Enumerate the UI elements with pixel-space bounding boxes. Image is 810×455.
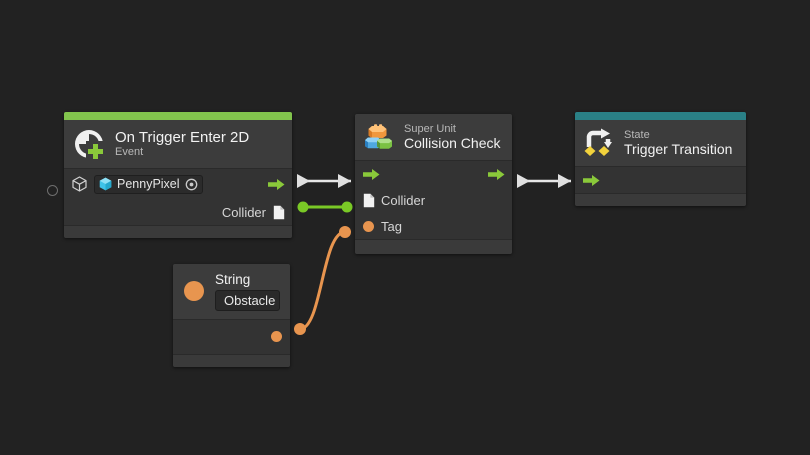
- port-label-tag: Tag: [381, 218, 402, 234]
- port-label-collider: Collider: [221, 204, 266, 220]
- node-title: Trigger Transition: [624, 141, 733, 158]
- flow-arrow-icon[interactable]: [363, 168, 380, 180]
- port-row-collider-input[interactable]: Collider: [355, 187, 512, 213]
- node-footer: [173, 353, 290, 367]
- connection-value-string-to-tag: [294, 226, 351, 335]
- node-header[interactable]: String Obstacle: [173, 264, 290, 319]
- super-unit-blocks-icon: [363, 121, 395, 153]
- orange-dot-icon: [183, 280, 205, 302]
- port-row-flow[interactable]: [355, 161, 512, 187]
- node-header[interactable]: On Trigger Enter 2D Event: [64, 120, 292, 168]
- node-body: [575, 166, 746, 193]
- node-footer: [575, 193, 746, 206]
- node-on-trigger-enter-2d[interactable]: On Trigger Enter 2D Event: [47, 112, 292, 238]
- node-title: String: [215, 272, 251, 287]
- node-subtitle: Super Unit: [404, 122, 456, 135]
- event-circle-plus-icon: [72, 127, 106, 161]
- target-object-name: PennyPixel: [117, 177, 180, 191]
- node-accent-bar: [64, 112, 292, 120]
- node-header[interactable]: State Trigger Transition: [575, 120, 746, 166]
- prefab-cube-icon: [99, 177, 112, 191]
- node-collision-check[interactable]: Super Unit Collision Check: [355, 114, 512, 254]
- node-title: On Trigger Enter 2D: [115, 129, 250, 147]
- port-row-string-output[interactable]: [173, 320, 290, 354]
- node-header[interactable]: Super Unit Collision Check: [355, 114, 512, 160]
- flow-arrow-icon[interactable]: [268, 178, 285, 190]
- connection-flow-event-to-superunit: [297, 174, 351, 188]
- connection-flow-superunit-to-state: [517, 174, 571, 188]
- state-transition-icon: [583, 127, 615, 159]
- node-title: Collision Check: [404, 135, 501, 152]
- port-row-tag-input[interactable]: Tag: [355, 213, 512, 239]
- port-label-collider: Collider: [381, 192, 426, 208]
- target-object-field[interactable]: PennyPixel: [94, 174, 203, 194]
- port-row-target[interactable]: PennyPixel: [64, 169, 292, 199]
- node-subtitle: State: [624, 128, 650, 141]
- connection-value-collider: [297, 201, 353, 213]
- node-string-literal[interactable]: String Obstacle: [173, 264, 290, 367]
- node-footer: [355, 239, 512, 254]
- gameobject-cube-icon: [72, 176, 87, 192]
- port-row-flow-input[interactable]: [575, 167, 746, 193]
- orange-dot-icon[interactable]: [271, 331, 282, 343]
- flow-arrow-icon[interactable]: [583, 174, 600, 186]
- object-picker-icon[interactable]: [185, 178, 198, 191]
- document-icon[interactable]: [273, 205, 285, 220]
- orange-dot-icon[interactable]: [363, 220, 374, 232]
- node-subtitle: Event: [115, 146, 144, 159]
- port-row-collider-output[interactable]: Collider: [64, 199, 292, 225]
- coroutine-toggle-port[interactable]: [47, 185, 58, 196]
- document-icon[interactable]: [363, 193, 375, 208]
- node-trigger-transition[interactable]: State Trigger Transition: [575, 112, 746, 206]
- node-footer: [64, 225, 292, 238]
- string-value-input[interactable]: Obstacle: [215, 289, 280, 311]
- node-body: PennyPixel: [47, 168, 292, 225]
- node-body: [173, 318, 290, 354]
- node-body: Collider Tag: [355, 160, 512, 239]
- node-accent-bar: [575, 112, 746, 120]
- flow-arrow-icon[interactable]: [488, 168, 505, 180]
